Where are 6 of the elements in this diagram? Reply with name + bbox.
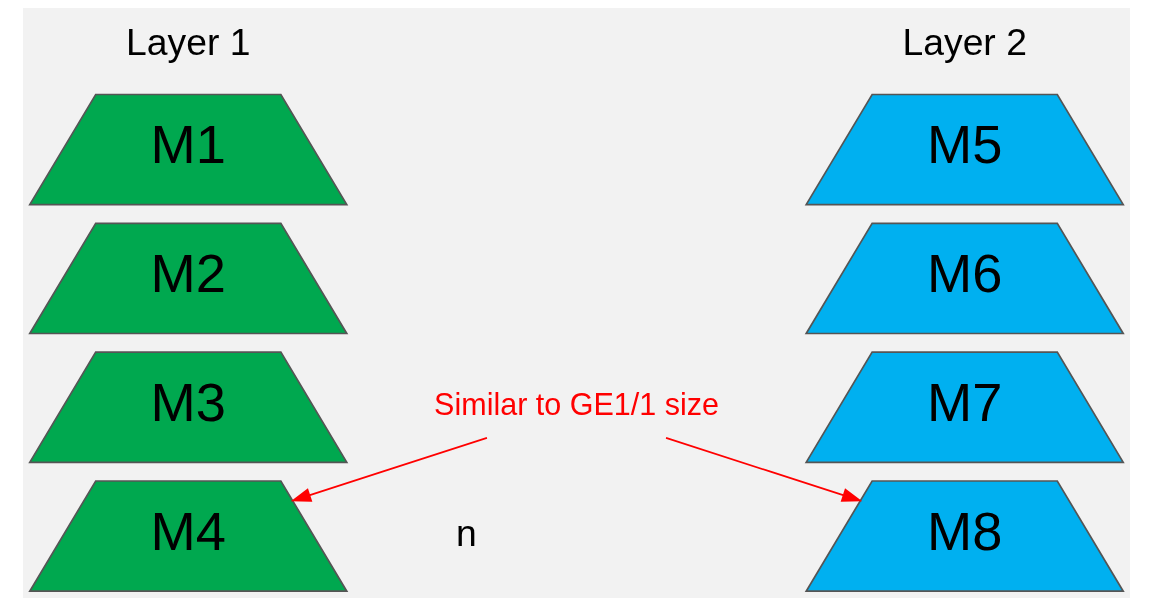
arrow xyxy=(290,437,488,502)
arrow xyxy=(665,437,863,502)
label: n xyxy=(455,511,477,554)
label: Layer 1 xyxy=(126,20,251,63)
node-text: Similar to GE1/1 size xyxy=(434,386,719,421)
label: Layer 2 xyxy=(902,20,1027,63)
